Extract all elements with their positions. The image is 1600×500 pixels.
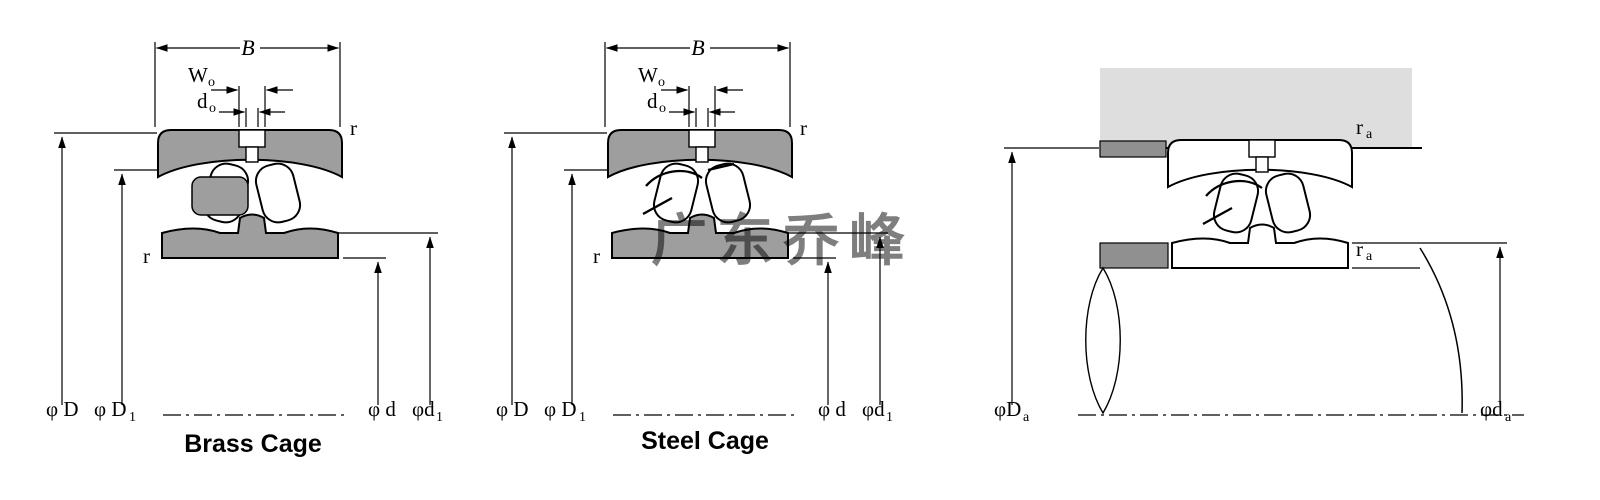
dim-label-phiD1-sub: 1: [579, 410, 586, 425]
dim-label-do: d: [197, 89, 208, 113]
dim-label-phiD1: φ D: [544, 397, 577, 421]
dim-label-phida-sub: a: [1505, 410, 1512, 425]
brass-cage-section: [191, 176, 249, 216]
housing-section: [1100, 68, 1412, 148]
dim-label-do-sub: o: [659, 101, 666, 116]
shaft-shoulder-curve: [1085, 266, 1121, 415]
dim-label-r-top: r: [800, 116, 807, 140]
watermark-text: 广东乔峰: [651, 209, 915, 272]
brass-cage-diagram: B W o d o r r φ D φ D 1 φ d φd 1 Brass C…: [46, 35, 443, 458]
dim-label-ra-mid-sub: a: [1366, 249, 1373, 264]
dim-label-do-sub: o: [209, 101, 216, 116]
dim-label-r-side: r: [143, 244, 150, 268]
steel-cage-diagram: B W o d o r r φ D φ D 1 φ d φd 1 Steel C…: [496, 35, 893, 455]
dim-label-do: d: [647, 89, 658, 113]
dim-label-ra-mid: r: [1356, 237, 1363, 261]
dim-label-phiDa: φD: [994, 397, 1021, 421]
dim-label-phid1: φd: [862, 397, 885, 421]
dim-label-phid1: φd: [412, 397, 435, 421]
dim-label-Wo-sub: o: [208, 75, 215, 90]
dimension-lines: [1004, 147, 1524, 416]
bearing-cross-section: [157, 129, 343, 259]
steel-cage-section: [1202, 180, 1263, 225]
dim-label-phiD1-sub: 1: [129, 410, 136, 425]
dim-label-r-side: r: [593, 244, 600, 268]
steel-cage-section: [642, 162, 735, 216]
dim-label-phiD: φ D: [46, 397, 79, 421]
housing-shoulder: [1099, 140, 1167, 158]
shaft-shoulder: [1099, 242, 1169, 269]
dim-label-phiD: φ D: [496, 397, 529, 421]
dim-label-ra-top: r: [1356, 115, 1363, 139]
dim-label-Wo: W: [638, 63, 658, 87]
dim-label-phida: φd: [1480, 397, 1503, 421]
dim-label-phid: φ d: [818, 397, 846, 421]
dim-label-phiD1: φ D: [94, 397, 127, 421]
dim-label-phid1-sub: 1: [886, 410, 893, 425]
dim-label-ra-top-sub: a: [1366, 127, 1373, 142]
dim-label-Wo-sub: o: [658, 75, 665, 90]
dim-label-B: B: [691, 35, 704, 60]
dim-label-phid: φ d: [368, 397, 396, 421]
dim-label-B: B: [241, 35, 254, 60]
dim-label-phiDa-sub: a: [1023, 410, 1030, 425]
dim-label-phid1-sub: 1: [436, 410, 443, 425]
mounting-diagram: r a r a φD a φd a: [994, 68, 1524, 425]
diagram-title-steel-cage: Steel Cage: [641, 427, 769, 455]
shaft-outline: [1352, 242, 1507, 414]
bearing-cross-section: [1167, 139, 1353, 269]
diagram-title-brass-cage: Brass Cage: [184, 430, 322, 458]
dim-label-r-top: r: [350, 116, 357, 140]
dim-label-Wo: W: [188, 63, 208, 87]
